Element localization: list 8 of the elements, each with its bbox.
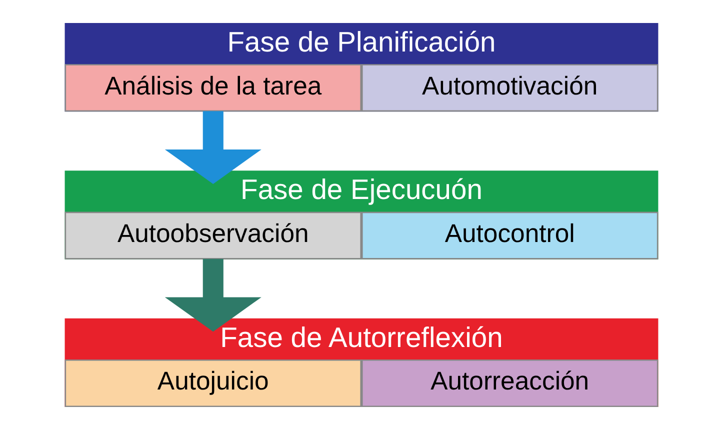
- node-box: Automotivación: [361, 64, 658, 112]
- node-box: Autoobservación: [64, 212, 361, 260]
- node-box: Autocontrol: [361, 212, 658, 260]
- arrow: [164, 258, 261, 332]
- arrow: [164, 111, 261, 184]
- node-box: Autojuicio: [64, 360, 361, 408]
- node-box: Análisis de la tarea: [64, 64, 361, 112]
- node-box: Autorreacción: [361, 360, 658, 408]
